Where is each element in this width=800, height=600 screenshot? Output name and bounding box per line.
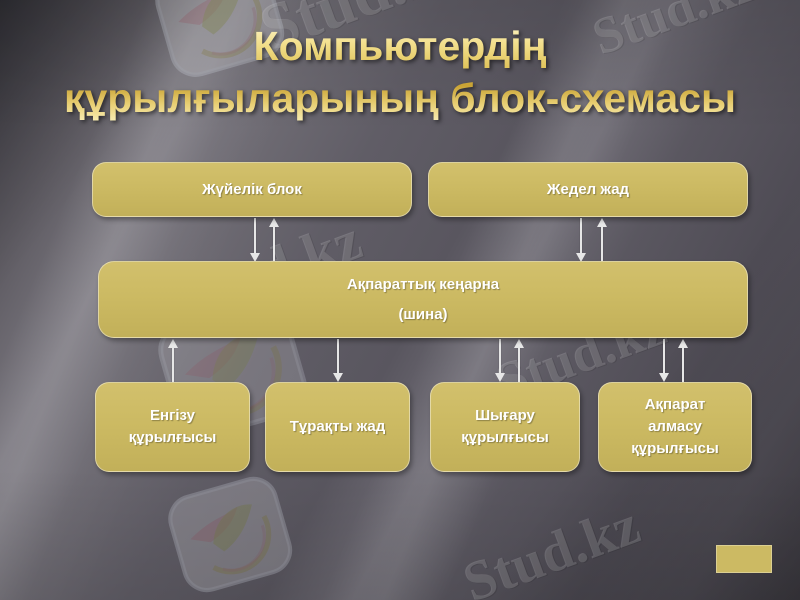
accent-block [716,545,772,573]
node-label: (шина) [398,305,448,323]
diagram-node-ram[interactable]: Жедел жад [428,162,748,217]
diagram-node-system-block[interactable]: Жүйелік блок [92,162,412,217]
diagram-node-rom[interactable]: Тұрақты жад [265,382,410,472]
node-label: Шығару [475,407,535,425]
diagram-node-data-exchange-device[interactable]: Ақпарат алмасу құрылғысы [598,382,752,472]
node-label: құрылғысы [128,429,217,446]
node-label: Ақпараттық кеңарна [346,275,500,293]
diagram-node-information-bus[interactable]: Ақпараттық кеңарна (шина) [98,261,748,338]
node-label: Тұрақты жад [289,418,386,436]
node-label: құрылғысы [461,429,549,446]
node-label: алмасу [648,418,702,436]
diagram-node-output-device[interactable]: Шығару құрылғысы [430,382,580,472]
diagram-node-input-device[interactable]: Енгізу құрылғысы [95,382,250,472]
slide-title: Компьютердің құрылғыларының блок-схемасы [0,20,800,125]
node-label: Енгізу [150,407,195,425]
slide-title-line-1: Компьютердің [253,23,547,69]
node-label: Ақпарат [644,396,706,414]
slide-title-line-2: құрылғыларының блок-схемасы [63,75,737,122]
node-label: Жүйелік блок [202,180,302,198]
node-label: Жедел жад [546,180,630,198]
node-label: құрылғысы [631,439,719,457]
